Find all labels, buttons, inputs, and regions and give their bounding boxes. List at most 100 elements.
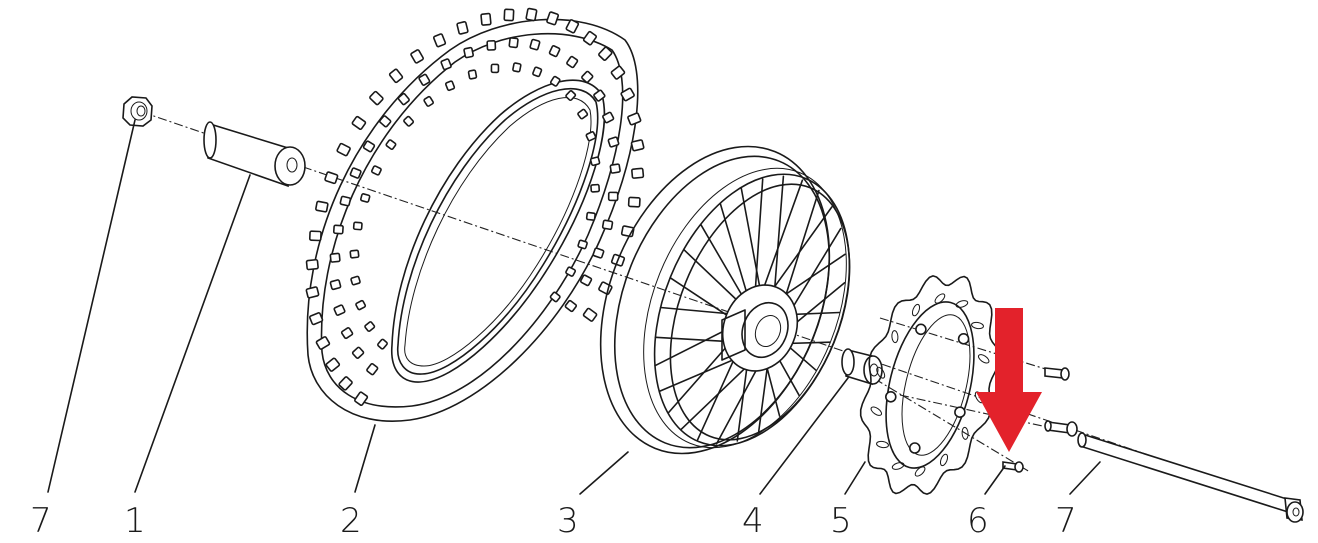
callout-3: 3 (557, 501, 579, 541)
disc-hole (934, 293, 946, 304)
tread-knob (350, 275, 361, 286)
disc-mount-hole (884, 390, 897, 403)
tread-knob (607, 191, 619, 202)
disc-hole (891, 462, 905, 470)
tread-knob (440, 58, 452, 71)
tread-knob (369, 90, 384, 106)
tread-knob (609, 163, 621, 174)
tread-knob (379, 115, 392, 128)
tread-knob (486, 39, 497, 51)
tread-knob (546, 11, 560, 26)
tread-knob (423, 95, 434, 107)
tread-knob (377, 338, 388, 350)
disc-hole (876, 440, 889, 449)
tread-knob (403, 115, 415, 127)
disc-mount-hole (908, 442, 921, 454)
tread-knob (349, 249, 360, 259)
tread-knob (630, 139, 645, 152)
disc-mount-hole (915, 323, 927, 336)
tread-knob (467, 69, 478, 80)
tread-knob (385, 139, 397, 151)
tread-knob (308, 230, 322, 242)
callout-left-7: 7 (30, 501, 52, 541)
tread-knob (463, 46, 474, 59)
tread-knob (627, 196, 641, 208)
tread-knob (315, 200, 329, 213)
tread-knob (315, 336, 331, 350)
tread-knob (329, 279, 342, 291)
tread-knob (355, 299, 367, 311)
tread-knob (351, 346, 365, 359)
tread-knob (480, 12, 492, 26)
disc-mount-hole (957, 332, 970, 345)
hub-spacer-part (841, 348, 883, 386)
callout-6: 6 (967, 501, 989, 541)
disc-holes (870, 293, 990, 477)
disc-hole (914, 466, 926, 477)
tread-knob (581, 70, 594, 84)
tread-knob (325, 357, 341, 372)
disc-bolt-part (1002, 367, 1078, 473)
tread-knob (354, 391, 369, 406)
axle-shaft-part (1077, 432, 1304, 523)
callout-1: 1 (124, 501, 146, 541)
tread-knob (418, 73, 431, 86)
tread-knob (432, 33, 447, 48)
tread-knob (359, 193, 371, 203)
tread-knob (362, 140, 376, 153)
tread-knob (592, 247, 605, 259)
tread-knob (585, 211, 596, 221)
rim-wheel-part (599, 145, 851, 455)
tread-knob (579, 274, 593, 287)
tread-knobs (305, 7, 645, 406)
callout-2: 2 (340, 501, 362, 541)
tread-knob (598, 46, 613, 61)
tire-part (305, 7, 645, 422)
tread-knob (577, 108, 589, 120)
tread-knob (352, 221, 363, 231)
tread-knob (582, 307, 598, 322)
tread-knob (565, 266, 577, 277)
callout-4: 4 (742, 501, 764, 541)
tread-knob (602, 111, 615, 124)
tread-knob (329, 252, 341, 263)
tread-knob (351, 115, 367, 131)
callout-right-7: 7 (1055, 501, 1077, 541)
tread-knob (333, 304, 346, 316)
tread-knob (565, 19, 580, 34)
tread-knob (336, 142, 351, 157)
tread-knob (582, 30, 598, 46)
tread-knob (566, 55, 579, 69)
tread-knob (490, 63, 500, 74)
tread-knob (308, 312, 324, 326)
disc-hole (891, 330, 899, 344)
tread-knob (339, 195, 352, 207)
tread-knob (590, 183, 601, 193)
disc-hole (977, 354, 990, 364)
tread-knob (512, 62, 522, 73)
tread-knob (340, 327, 354, 340)
tread-knob (601, 219, 614, 231)
tread-knob (305, 258, 319, 271)
tread-knob (370, 165, 382, 176)
tread-knob (364, 321, 376, 332)
tread-knob (388, 68, 404, 84)
disc-hole (961, 426, 969, 440)
disc-hole (876, 366, 886, 379)
tread-knob (585, 131, 597, 142)
tread-knob (532, 66, 543, 78)
spacer-part (203, 121, 306, 188)
tread-knob (548, 45, 561, 58)
tread-knob (593, 89, 606, 102)
callout-5: 5 (830, 501, 852, 541)
tread-knob (525, 7, 538, 22)
tread-knob (349, 167, 362, 179)
leader-lines (47, 119, 1101, 495)
tread-knob (503, 8, 515, 22)
tread-knob (631, 167, 645, 179)
tread-knob (577, 239, 588, 250)
tread-knob (305, 286, 320, 299)
arrow-down-icon (976, 308, 1042, 452)
tread-knob (366, 362, 379, 376)
